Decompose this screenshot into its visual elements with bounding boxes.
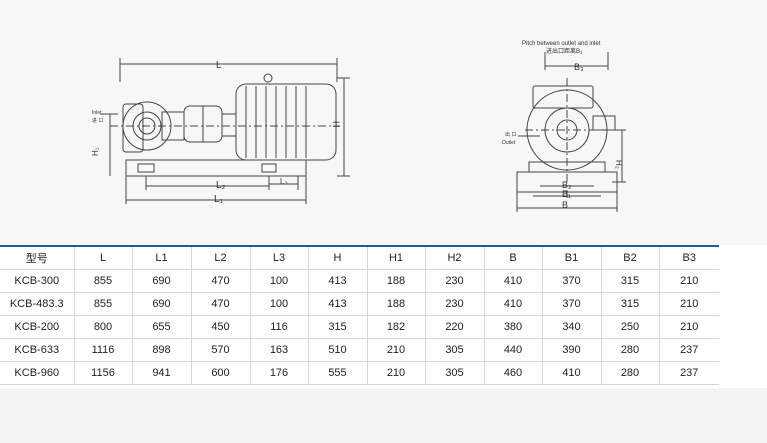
table-cell: 855 xyxy=(74,292,133,316)
spec-table: 型号 L L1 L2 L3 H H1 H2 B B1 B2 B3 KCB-300… xyxy=(0,245,719,385)
table-cell: 440 xyxy=(484,338,543,362)
table-row: KCB-633 1116 898 570 163 510 210 305 440… xyxy=(0,338,719,362)
table-cell: 370 xyxy=(542,292,602,316)
table-cell: 800 xyxy=(74,315,133,339)
table-cell: KCB-633 xyxy=(0,338,75,362)
table-cell: 163 xyxy=(250,338,309,362)
table-cell: 176 xyxy=(250,361,309,385)
table-cell: KCB-300 xyxy=(0,269,75,293)
table-cell: 237 xyxy=(659,338,719,362)
outlet-label-cn: 出 口 xyxy=(505,131,516,138)
table-cell: 188 xyxy=(367,292,426,316)
dim-B-label: B xyxy=(562,200,568,210)
pump-drawing-svg: L H H₁ Inlet 进 口 L₂ L₃ L₁ Pitch between … xyxy=(91,41,626,212)
table-cell: KCB-200 xyxy=(0,315,75,339)
table-cell: KCB-960 xyxy=(0,361,75,385)
table-cell: 182 xyxy=(367,315,426,339)
table-cell: 100 xyxy=(250,269,309,293)
table-cell: 315 xyxy=(601,269,660,293)
header-H: H xyxy=(308,246,368,270)
table-cell: 210 xyxy=(367,361,426,385)
table-cell: KCB-483.3 xyxy=(0,292,75,316)
dim-H-label: H xyxy=(331,121,341,128)
dim-B2-label: B₂ xyxy=(562,180,572,190)
dim-L-label: L xyxy=(216,60,222,71)
outlet-label-en: Outlet xyxy=(502,140,516,146)
header-B3: B3 xyxy=(659,246,719,270)
table-cell: 100 xyxy=(250,292,309,316)
header-B2: B2 xyxy=(601,246,660,270)
table-cell: 116 xyxy=(250,315,309,339)
table-cell: 470 xyxy=(191,292,251,316)
table-cell: 410 xyxy=(542,361,602,385)
table-cell: 237 xyxy=(659,361,719,385)
table-cell: 941 xyxy=(132,361,192,385)
table-cell: 250 xyxy=(601,315,660,339)
table-cell: 315 xyxy=(308,315,368,339)
table-cell: 280 xyxy=(601,338,660,362)
table-cell: 315 xyxy=(601,292,660,316)
header-L3: L3 xyxy=(250,246,309,270)
table-cell: 855 xyxy=(74,269,133,293)
table-cell: 210 xyxy=(659,292,719,316)
table-cell: 380 xyxy=(484,315,543,339)
table-cell: 690 xyxy=(132,292,192,316)
table-cell: 230 xyxy=(425,269,485,293)
table-cell: 510 xyxy=(308,338,368,362)
table-cell: 210 xyxy=(659,315,719,339)
header-model: 型号 xyxy=(0,246,75,270)
table-row: KCB-483.3 855 690 470 100 413 188 230 41… xyxy=(0,292,719,316)
table-header-row: 型号 L L1 L2 L3 H H1 H2 B B1 B2 B3 xyxy=(0,246,719,270)
table-cell: 220 xyxy=(425,315,485,339)
table-cell: 413 xyxy=(308,292,368,316)
table-cell: 305 xyxy=(425,361,485,385)
table-cell: 340 xyxy=(542,315,602,339)
page-footer-area xyxy=(0,388,767,443)
header-L1: L1 xyxy=(132,246,192,270)
dim-H1-label: H₁ xyxy=(91,147,100,156)
pitch-label-cn: 进出口距离B₃ xyxy=(546,47,583,55)
pitch-label-en: Pitch between outlet and inlet xyxy=(522,41,601,47)
table-cell: 280 xyxy=(601,361,660,385)
table-cell: 460 xyxy=(484,361,543,385)
dim-H2-label: H₂ xyxy=(614,160,623,169)
table-cell: 450 xyxy=(191,315,251,339)
table-cell: 600 xyxy=(191,361,251,385)
table-cell: 1116 xyxy=(74,338,133,362)
table-cell: 655 xyxy=(132,315,192,339)
table-cell: 413 xyxy=(308,269,368,293)
dim-B1-label: B₁ xyxy=(562,189,571,199)
technical-drawing: L H H₁ Inlet 进 口 L₂ L₃ L₁ Pitch between … xyxy=(91,41,626,212)
table-cell: 188 xyxy=(367,269,426,293)
table-cell: 898 xyxy=(132,338,192,362)
table-cell: 555 xyxy=(308,361,368,385)
table-cell: 390 xyxy=(542,338,602,362)
table-cell: 410 xyxy=(484,292,543,316)
dim-B3-label: B₃ xyxy=(574,62,584,72)
table-cell: 305 xyxy=(425,338,485,362)
table-cell: 570 xyxy=(191,338,251,362)
table-row: KCB-960 1156 941 600 176 555 210 305 460… xyxy=(0,361,719,385)
dim-L2-label: L₂ xyxy=(216,180,226,191)
table-cell: 230 xyxy=(425,292,485,316)
table-row: KCB-300 855 690 470 100 413 188 230 410 … xyxy=(0,269,719,293)
table-cell: 210 xyxy=(659,269,719,293)
inlet-label-en: Inlet xyxy=(92,110,102,116)
inlet-label-cn: 进 口 xyxy=(92,117,103,124)
header-B1: B1 xyxy=(542,246,602,270)
header-H2: H2 xyxy=(425,246,485,270)
table-cell: 410 xyxy=(484,269,543,293)
dim-L1-label: L₁ xyxy=(214,194,224,205)
header-H1: H1 xyxy=(367,246,426,270)
dim-L3-label: L₃ xyxy=(280,177,288,186)
table-cell: 370 xyxy=(542,269,602,293)
header-B: B xyxy=(484,246,543,270)
table-cell: 690 xyxy=(132,269,192,293)
table-cell: 470 xyxy=(191,269,251,293)
header-L: L xyxy=(74,246,133,270)
table-cell: 210 xyxy=(367,338,426,362)
table-row: KCB-200 800 655 450 116 315 182 220 380 … xyxy=(0,315,719,339)
table-cell: 1156 xyxy=(74,361,133,385)
header-L2: L2 xyxy=(191,246,251,270)
